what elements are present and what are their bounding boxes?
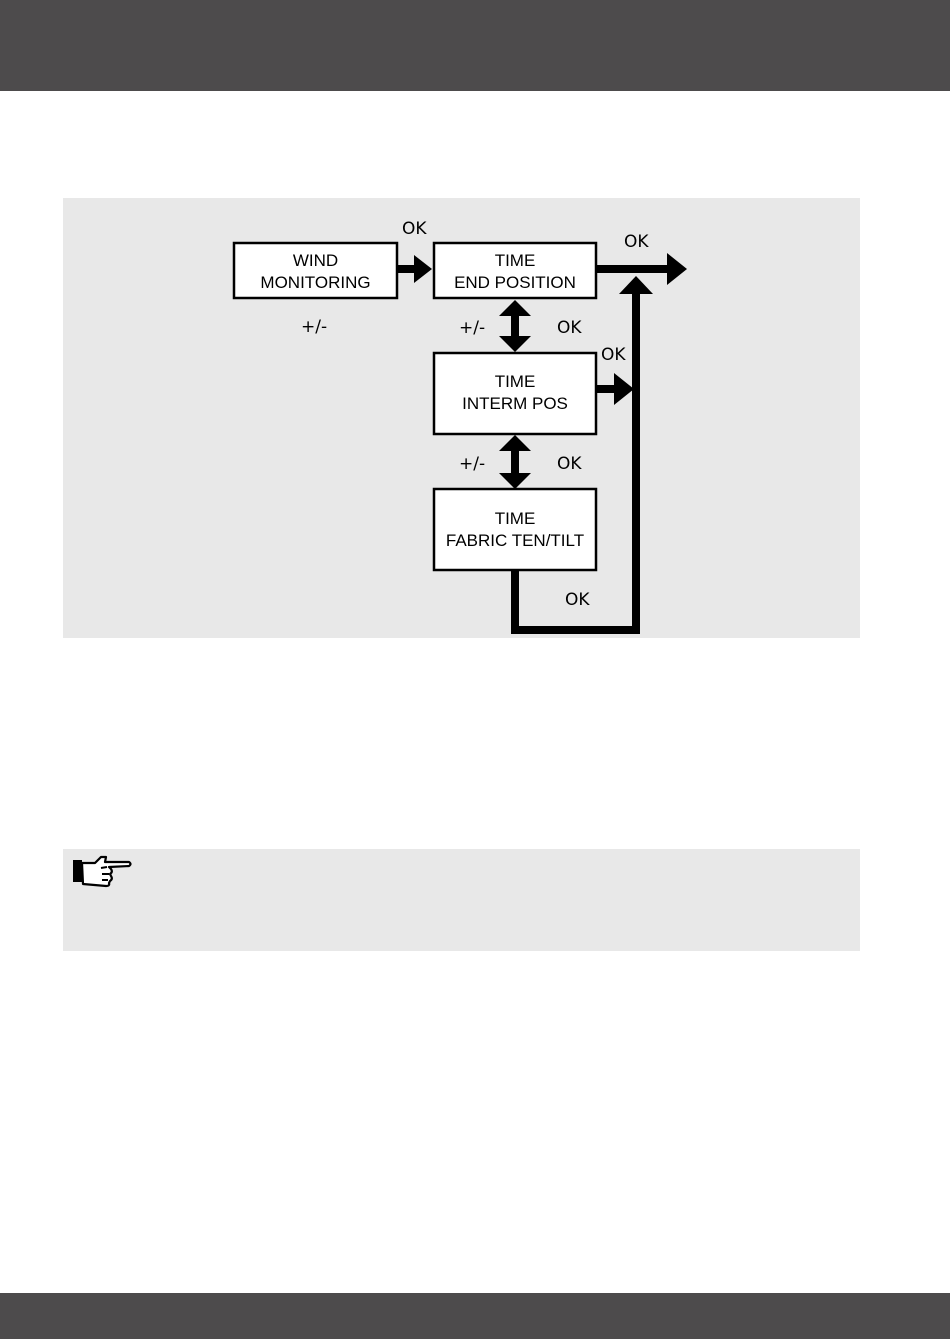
end-box-line-1: TIME	[495, 251, 536, 270]
wind-box-line-1: WIND	[293, 251, 338, 270]
ok-label-end-exit: OK	[624, 232, 649, 252]
wind-monitoring-box: WIND MONITORING	[234, 243, 397, 298]
fabric-box-line-2: FABRIC TEN/TILT	[446, 531, 584, 550]
wind-box-line-2: MONITORING	[260, 273, 370, 292]
ok-label-wind-to-end: OK	[402, 219, 427, 239]
return-loop-arrow	[515, 276, 653, 630]
ok-label-interm-exit: OK	[601, 345, 626, 365]
arrow-end-exit	[597, 253, 687, 285]
arrow-interm-exit	[597, 373, 634, 405]
ok-label-fabric-return: OK	[565, 590, 590, 610]
arrow-wind-to-end	[398, 255, 432, 283]
double-arrow-end-interm	[499, 300, 531, 352]
plus-minus-label-end-interm: +/-	[459, 318, 485, 338]
interm-box-line-2: INTERM POS	[462, 394, 568, 413]
double-arrow-interm-fabric	[499, 435, 531, 489]
footer-bar	[0, 1293, 950, 1339]
time-fabric-ten-tilt-box: TIME FABRIC TEN/TILT	[434, 489, 596, 570]
ok-label-end-interm: OK	[557, 318, 582, 338]
interm-box-line-1: TIME	[495, 372, 536, 391]
plus-minus-label-interm-fabric: +/-	[459, 454, 485, 474]
fabric-box-line-1: TIME	[495, 509, 536, 528]
plus-minus-label-wind: +/-	[301, 317, 327, 337]
end-box-line-2: END POSITION	[454, 273, 576, 292]
time-interm-pos-box: TIME INTERM POS	[434, 353, 596, 434]
time-end-position-box: TIME END POSITION	[434, 243, 596, 298]
ok-label-interm-fabric: OK	[557, 454, 582, 474]
